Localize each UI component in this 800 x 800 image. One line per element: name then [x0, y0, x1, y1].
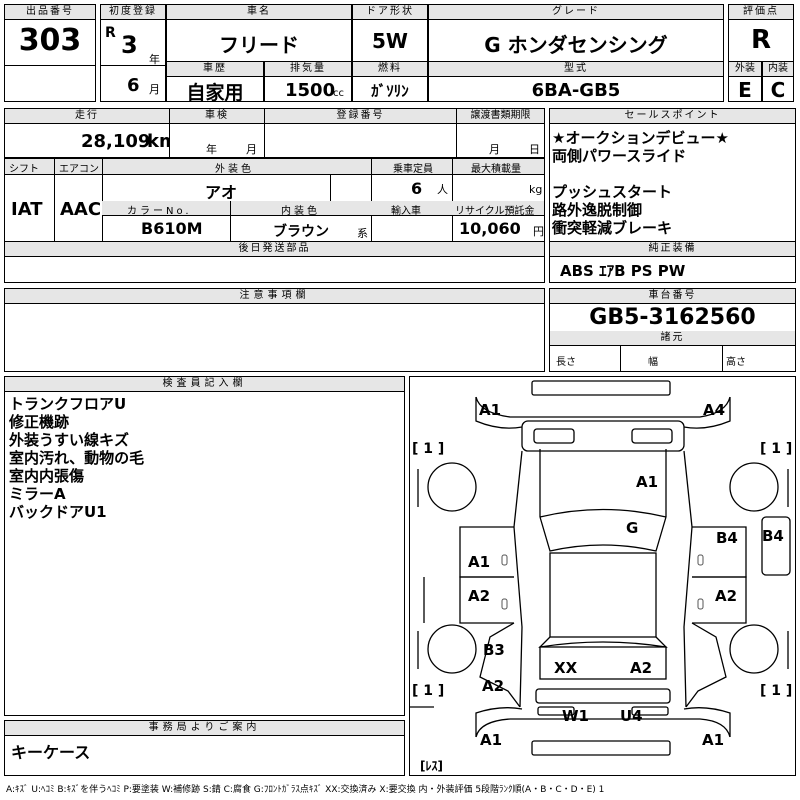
first-reg-year: 3: [121, 31, 138, 59]
sales-point-item: 衝突軽減ブレーキ: [552, 219, 673, 237]
inspector-note: トランクフロアU: [9, 395, 127, 413]
chassis-number: GB5-3162560: [589, 305, 756, 330]
car-outline: [410, 380, 791, 756]
damage-diagram: A1 A4 A1 G A1 B4 B4 A2 A2 B3 XX A2 A2 W1…: [409, 376, 796, 776]
sales-points-box: セールスポイント ★オークションデビュー★ 両側パワースライド プッシュスタート…: [549, 108, 796, 242]
sales-point-item: ★オークションデビュー★: [552, 129, 729, 147]
mark-hood: A1: [636, 473, 659, 491]
wheel-front-right: [ 1 ]: [760, 441, 793, 457]
inspector-note: 外装うすい線キズ: [9, 431, 130, 449]
first-reg-month: 6: [127, 75, 140, 96]
fuel-box: 燃料 ｶﾞｿﾘﾝ: [352, 61, 428, 102]
mark-right-mirror: B4: [762, 527, 784, 545]
notes-box: 注意事項欄: [4, 288, 545, 372]
equipment-box: 純正装備 ABS ｴｱB PS PW: [549, 241, 796, 283]
fuel: ｶﾞｿﾘﾝ: [371, 82, 409, 100]
displacement-box: 排気量 1500 cc: [264, 61, 352, 102]
door-type: 5W: [372, 29, 408, 53]
mileage-box: 走行 28,109 km: [4, 108, 178, 158]
mark-windshield: G: [626, 519, 639, 537]
mark-right-front-door: B4: [716, 529, 738, 547]
mark-u4: U4: [620, 707, 643, 725]
inspector-note: ミラーA: [9, 485, 66, 503]
inspector-box: 検査員記入欄 トランクフロアU 修正機跡 外装うすい線キズ 室内汚れ、動物の毛 …: [4, 376, 405, 716]
inspection-box: 車検 年 月: [169, 108, 265, 158]
sales-point-item: 両側パワースライド: [552, 147, 687, 165]
inspector-note: 室内汚れ、動物の毛: [9, 449, 145, 467]
office-note: キーケース: [11, 743, 91, 762]
mark-rear-glass: A2: [630, 659, 653, 677]
mark-rear-left: A1: [480, 731, 503, 749]
spare-tire: [ﾚｽ]: [420, 759, 443, 773]
wheel-rear-left: [ 1 ]: [412, 683, 445, 699]
history-box: 車歴 自家用: [166, 61, 264, 104]
mark-left-front-door: A1: [468, 553, 491, 571]
chassis-box: 車台番号 GB5-3162560 諸元 長さ 幅 高さ: [549, 288, 796, 372]
first-reg-label: 初度登録: [101, 5, 165, 20]
interior-color: ブラウン: [273, 224, 329, 240]
exterior-color: アオ: [205, 183, 238, 202]
car-history: 自家用: [186, 82, 244, 104]
mark-left-rear: A2: [482, 677, 505, 695]
grade-box: グレード G ホンダセンシング: [428, 4, 724, 62]
lot-number: 303: [18, 23, 82, 58]
score-box: 評価点 R: [728, 4, 794, 62]
inspector-note: 室内内張傷: [9, 467, 85, 485]
ac: AAC: [60, 199, 102, 220]
capacity: 6: [411, 179, 423, 198]
recycle-fee: 10,060: [459, 219, 521, 238]
exterior-score: E: [738, 78, 752, 102]
wheel-front-left: [ 1 ]: [412, 441, 445, 457]
mark-right-rear-door: A2: [715, 587, 738, 605]
exterior-score-box: 外装 E: [728, 61, 762, 102]
model-box: 型式 6BA-GB5: [428, 61, 724, 102]
transfer-deadline-box: 譲渡書類期限 月 日: [456, 108, 545, 158]
lot-label: 出品番号: [5, 5, 95, 20]
shift: IAT: [11, 199, 43, 220]
mark-front-right: A4: [703, 401, 726, 419]
grade: G ホンダセンシング: [484, 33, 668, 57]
era: R: [105, 25, 116, 41]
mark-w1: W1: [562, 707, 589, 725]
door-box: ドア形状 5W: [352, 4, 428, 62]
registration-box: 登録番号: [264, 108, 457, 158]
interior-score: C: [770, 78, 786, 102]
mark-roof: XX: [554, 659, 578, 677]
mileage: 28,109: [81, 131, 151, 152]
displacement: 1500: [285, 80, 336, 101]
car-name-box: 車名 フリード: [166, 4, 352, 62]
mark-left-quarter: B3: [483, 641, 505, 659]
first-registration-box: 初度登録 R 3 年 6 月: [100, 4, 166, 102]
car-name: フリード: [219, 33, 299, 57]
specs-box: シフト エアコン 外装色 乗車定員 最大積載量 IAT AAC アオ 6 人 k…: [4, 158, 545, 242]
evaluation-score: R: [750, 25, 772, 55]
later-parts-box: 後日発送部品: [4, 241, 545, 283]
wheel-rear-right: [ 1 ]: [760, 683, 793, 699]
mark-rear-right: A1: [702, 731, 725, 749]
sales-point-item: プッシュスタート: [552, 183, 673, 201]
legend: A:ｷｽﾞ U:ﾍｺﾐ B:ｷｽﾞを伴うﾍｺﾐ P:要塗装 W:補修跡 S:錆 …: [6, 785, 605, 795]
model-code: 6BA-GB5: [531, 80, 621, 101]
equipment-list: ABS ｴｱB PS PW: [560, 262, 686, 280]
inspector-note: 修正機跡: [9, 413, 70, 431]
color-number: B610M: [141, 219, 203, 238]
lot-box: 出品番号 303: [4, 4, 96, 102]
inspector-note: バックドアU1: [9, 503, 107, 521]
interior-score-box: 内装 C: [762, 61, 794, 102]
mark-left-rear-door: A2: [468, 587, 491, 605]
mark-front-left: A1: [479, 401, 502, 419]
office-box: 事務局よりご案内 キーケース: [4, 720, 405, 776]
sales-point-item: 路外逸脱制御: [552, 201, 643, 219]
